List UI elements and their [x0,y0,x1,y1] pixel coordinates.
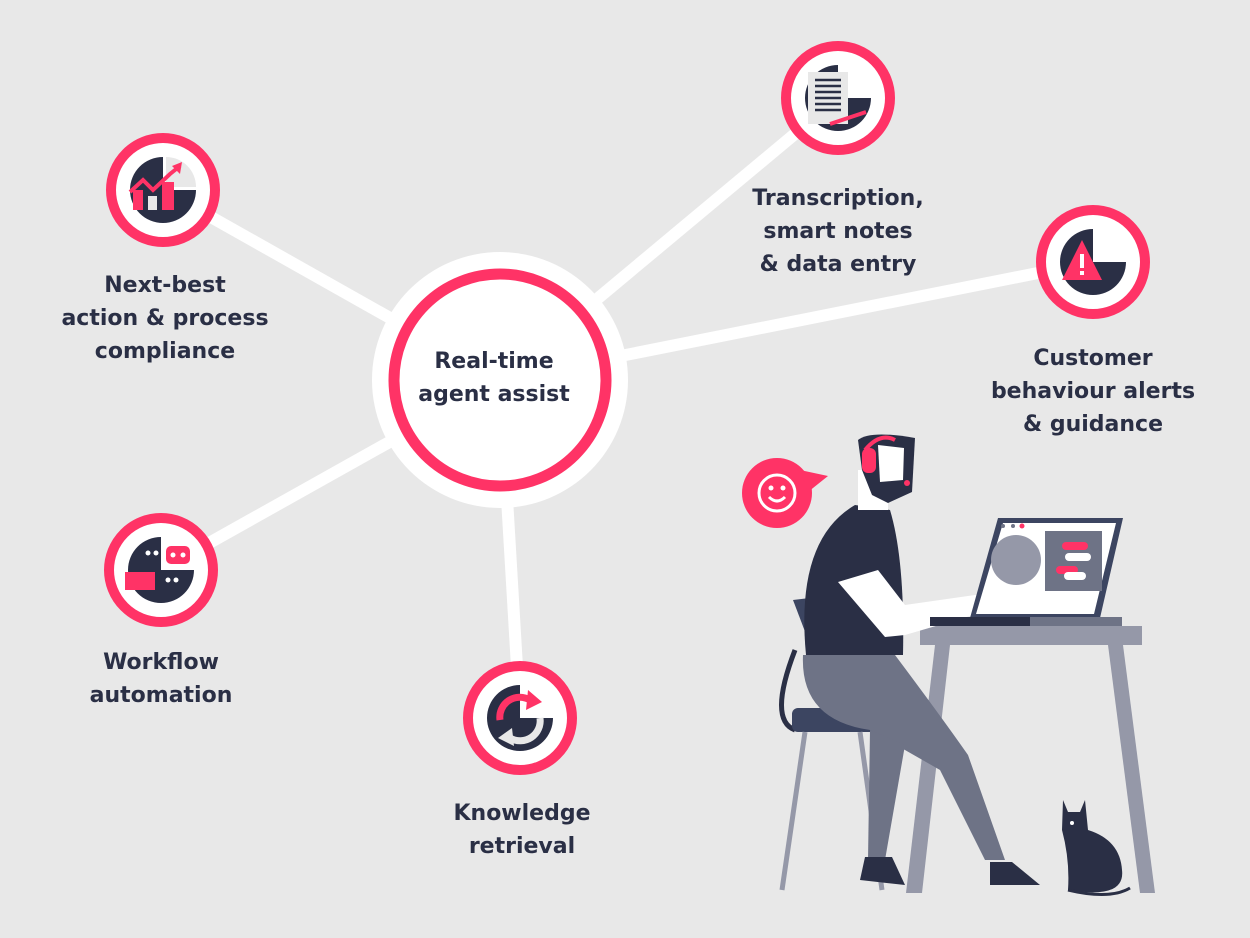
node-workflow-automation: Workflow automation [90,513,233,708]
laptop [930,518,1123,626]
label-line: behaviour alerts [991,379,1195,404]
robot-workflow-icon [125,537,194,603]
label-line: automation [90,683,233,708]
refresh-arrows-icon [487,685,553,751]
label-line: Workflow [103,650,219,675]
label-line: Knowledge [453,801,590,826]
center-hub: Real-time agent assist [372,252,628,508]
label-line: & guidance [1023,412,1163,437]
person [802,434,1040,885]
node-knowledge-retrieval: Knowledge retrieval [453,661,591,859]
label-line: Transcription, [752,186,923,211]
smiley-bubble-icon [742,458,828,528]
node-next-best-action: Next-best action & process compliance [61,133,269,364]
center-title-line2: agent assist [418,382,570,407]
warning-triangle-icon [1060,229,1126,295]
node-customer-alerts: Customer behaviour alerts & guidance [991,205,1195,437]
label-line: retrieval [469,834,575,859]
chart-growth-icon [128,157,196,223]
center-title-line1: Real-time [434,349,553,374]
cat [1062,800,1131,897]
label-line: Customer [1033,346,1152,371]
document-notes-icon [805,65,871,131]
label-line: Next-best [104,273,226,298]
label-line: compliance [95,339,235,364]
agent-illustration [742,434,1155,897]
label-line: smart notes [763,219,912,244]
label-line: & data entry [760,252,917,277]
label-line: action & process [61,306,268,331]
desk [906,626,1155,893]
node-transcription: Transcription, smart notes & data entry [752,41,924,277]
